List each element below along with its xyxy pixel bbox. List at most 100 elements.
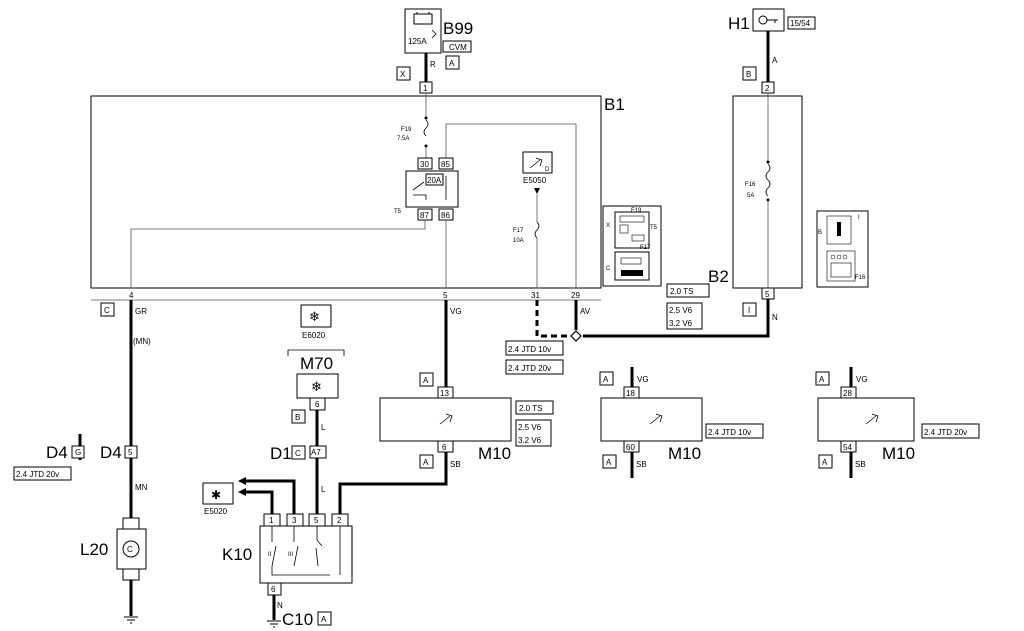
- pin-k5: 5: [314, 516, 319, 525]
- e5020-label: E5020: [204, 507, 228, 516]
- wire-vg-3: VG: [856, 375, 868, 384]
- mini-i: I: [858, 215, 860, 221]
- relay-t5: 30 85 20A T5 87 86: [394, 157, 459, 221]
- wire-sb-1: SB: [450, 460, 461, 469]
- b99-sub: CVM: [449, 43, 467, 52]
- fuse-f17-rating: 10A: [513, 238, 524, 244]
- conn-c: C: [104, 306, 110, 315]
- fuse-f19-rating: 7.5A: [397, 136, 409, 142]
- e5050-sensor: D E5050: [522, 151, 553, 185]
- variant-v25-m10: 2.5 V6: [518, 423, 542, 432]
- e6020-label: E6020: [302, 331, 326, 340]
- variant-d4: 2.4 JTD 20v: [16, 470, 59, 479]
- conn-g: G: [75, 448, 81, 457]
- mini-b: B: [818, 230, 822, 236]
- pin-5-b1: 5: [443, 291, 448, 300]
- variant-v32: 3.2 V6: [669, 319, 693, 328]
- variant-v32-m10: 3.2 V6: [518, 436, 542, 445]
- pin-6-m70: 6: [315, 400, 320, 409]
- relay-ii: II: [268, 552, 272, 558]
- conn-b-h1: B: [746, 70, 751, 79]
- battery-icon: [413, 12, 433, 25]
- wire-mn-paren: (MN): [133, 337, 151, 346]
- relay-t5-label: T5: [394, 209, 402, 215]
- ground-icon: [124, 616, 138, 624]
- conn-x: X: [400, 70, 406, 79]
- pin-6-k10: 6: [271, 585, 276, 594]
- fan-icon: ❄: [309, 310, 320, 325]
- l20-component: C L20: [80, 517, 147, 581]
- pin-85: 85: [441, 160, 450, 169]
- conn-a-m10-bottom: A: [423, 458, 429, 467]
- conn-b-m70: B: [295, 413, 300, 422]
- pin-60: 60: [626, 443, 635, 452]
- m10-injector-2: 60 M10: [600, 397, 703, 463]
- b99-fuse: 125A B99 CVM A: [404, 8, 473, 70]
- wire-n: N: [772, 313, 778, 322]
- wire-a-h1: A: [772, 56, 778, 65]
- pin-5-d4: 5: [128, 448, 133, 457]
- fuse-f16-rating: 5A: [747, 193, 754, 199]
- mini-x: X: [606, 223, 610, 229]
- pin-18: 18: [626, 389, 635, 398]
- e6020-module: ❄ E6020: [300, 304, 332, 340]
- conn-a-m10-3b: A: [822, 458, 828, 467]
- variant-jtd10-a: 2.4 JTD 10v: [508, 345, 551, 354]
- m10-label-1: M10: [478, 444, 511, 463]
- svg-text:D: D: [545, 167, 550, 173]
- pin-k3: 3: [292, 516, 297, 525]
- b2-label: B2: [708, 267, 729, 286]
- mini-f19: F19: [631, 208, 642, 214]
- c10-label: C10: [282, 610, 313, 629]
- mini-t5: T5: [650, 225, 658, 231]
- m70-label: M70: [300, 354, 333, 373]
- k10-label: K10: [222, 545, 252, 564]
- m10-injector-3: 54 M10: [817, 397, 915, 463]
- conn-a-m10-3: A: [819, 375, 825, 384]
- pin-1: 1: [423, 84, 428, 93]
- d4-label-2: D4: [100, 443, 122, 462]
- pin-30: 30: [420, 160, 429, 169]
- fan-icon-e5020: ✱: [211, 488, 221, 502]
- h1-ref: 15/54: [790, 19, 811, 28]
- conn-a-c10: A: [321, 615, 327, 624]
- pin-29: 29: [571, 291, 580, 300]
- h1-label: H1: [728, 14, 750, 33]
- relay-rating: 20A: [427, 176, 442, 185]
- fuse-f19: F19: [401, 127, 412, 133]
- wire-vg-2: VG: [637, 375, 649, 384]
- wire-gr: GR: [135, 307, 147, 316]
- d1-label: D1: [270, 444, 292, 463]
- h1-ignition: 15/54 H1: [728, 8, 816, 33]
- pin-87: 87: [420, 211, 429, 220]
- m10-injector-1: 6 M10: [379, 397, 512, 463]
- ground-icon-k10: [267, 620, 281, 628]
- k10-relay: 1 3 5 2 II III K10 6: [222, 513, 353, 596]
- wire-l-2: L: [321, 485, 326, 494]
- pin-13: 13: [440, 389, 449, 398]
- e5020-module: ✱ E5020: [202, 482, 234, 516]
- wire-sb-3: SB: [855, 460, 866, 469]
- pin-5-b2: 5: [765, 290, 770, 299]
- pin-31: 31: [531, 291, 540, 300]
- l20-symbol: C: [127, 545, 133, 554]
- pin-k2: 2: [337, 516, 342, 525]
- conn-a-m10-2: A: [603, 375, 609, 384]
- mini-c: C: [606, 266, 611, 272]
- pin-2-b2: 2: [765, 84, 770, 93]
- variant-jtd10-m10: 2.4 JTD 10v: [708, 428, 751, 437]
- conn-c-d1: C: [295, 449, 301, 458]
- wire-mn: MN: [135, 483, 148, 492]
- relay-iii: III: [288, 552, 293, 558]
- pin-28: 28: [843, 389, 852, 398]
- e5050-label: E5050: [523, 176, 547, 185]
- wire-n-k10: N: [277, 601, 283, 610]
- variant-ts20: 2.0 TS: [670, 287, 693, 296]
- b99-rating: 125A: [408, 37, 427, 46]
- m10-label-3: M10: [882, 444, 915, 463]
- wire-sb-2: SB: [636, 460, 647, 469]
- fan-icon-m70: ❄: [311, 380, 322, 395]
- pin-k1: 1: [269, 516, 274, 525]
- b99-tag: A: [449, 59, 455, 68]
